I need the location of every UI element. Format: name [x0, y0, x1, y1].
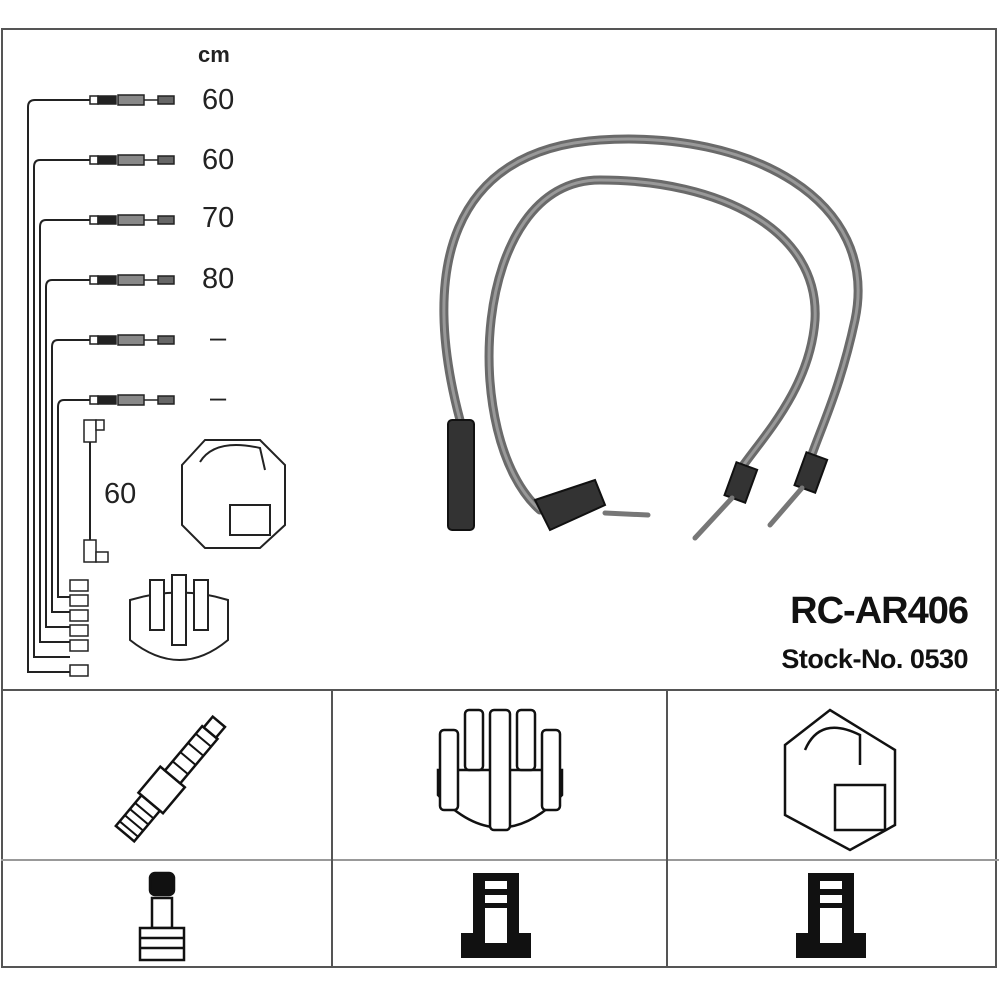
divider: [331, 690, 333, 968]
spark-plug-connector-icon: [138, 871, 186, 962]
divider: [1, 859, 999, 861]
lead-length-4: 80: [202, 263, 235, 295]
lead-length-6: –: [210, 382, 227, 414]
ignition-coil-icon: [783, 708, 897, 852]
divider: [666, 690, 668, 968]
diagram-frame: [1, 28, 997, 968]
lead-length-2: 60: [202, 144, 235, 176]
lead-length-5: –: [210, 322, 227, 354]
product-code: RC-AR406: [790, 590, 969, 632]
lead-length-1: 60: [202, 84, 235, 116]
distributor-cap-icon: [436, 708, 564, 832]
lead-schematic: [27, 94, 286, 677]
coil-connector-icon: [796, 873, 866, 958]
stock-number: Stock-No. 0530: [781, 644, 968, 674]
unit-label: cm: [198, 42, 230, 67]
coil-lead-length: 60: [104, 478, 137, 510]
lead-length-3: 70: [202, 202, 235, 234]
distributor-connector-icon: [461, 873, 531, 958]
divider: [1, 689, 999, 691]
cable-set-illustration: [439, 134, 863, 541]
spark-plug-icon: [114, 714, 227, 844]
